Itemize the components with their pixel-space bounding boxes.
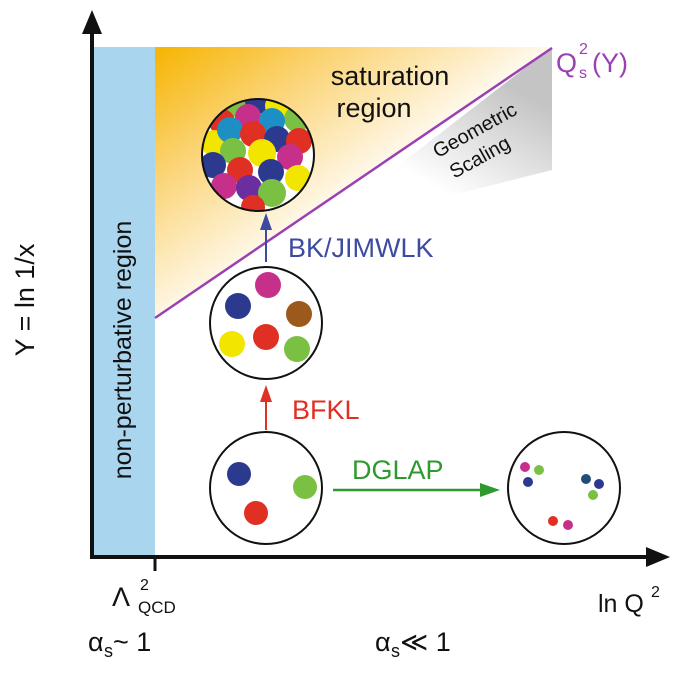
qs-arg: (Y) [592, 48, 628, 78]
lambda-sub: QCD [138, 598, 176, 617]
alpha-left-sub: s [104, 641, 113, 661]
lambda-sup: 2 [140, 577, 149, 594]
saturation-label-line2: region [336, 93, 411, 123]
alpha-left-main: α [88, 627, 104, 657]
alpha-left-rel: ~ 1 [113, 627, 151, 657]
y-axis-label: Y = ln 1/x [10, 243, 40, 356]
dglap-label: DGLAP [352, 455, 444, 485]
y-axis-arrowhead [82, 10, 102, 34]
qs-main: Q [556, 48, 577, 78]
bk-arrowhead [260, 213, 272, 230]
alpha-weak-label: α s ≪ 1 [375, 627, 451, 661]
alpha-right-sub: s [391, 641, 400, 661]
qs-sup: 2 [579, 41, 588, 58]
saturation-scale-line [154, 46, 553, 320]
alpha-right-main: α [375, 627, 391, 657]
x-axis-label: ln Q 2 [598, 584, 660, 618]
x-label-sup: 2 [651, 584, 660, 601]
non-perturbative-strip [92, 47, 155, 557]
lambda-qcd-label: Λ 2 QCD [112, 577, 176, 617]
dilute-hadron-middle [209, 266, 323, 380]
qs-sub: s [579, 65, 587, 82]
alpha-right-rel: ≪ 1 [400, 627, 451, 657]
dilute-hadron-right [507, 431, 621, 545]
dilute-hadron-bottom [209, 431, 323, 545]
lambda-main: Λ [112, 582, 130, 612]
alpha-strong-label: α s ~ 1 [88, 627, 151, 661]
x-axis-arrowhead [646, 547, 670, 567]
non-perturbative-label: non-perturbative region [109, 221, 137, 480]
bfkl-label: BFKL [292, 395, 360, 425]
x-label-main: ln Q [598, 590, 644, 618]
bfkl-arrowhead [260, 385, 272, 402]
saturated-hadron [201, 98, 315, 212]
dglap-arrowhead [480, 483, 500, 497]
qs-label: Q 2 s (Y) [556, 41, 628, 82]
bk-jimwlk-label: BK/JIMWLK [288, 233, 434, 263]
geometric-scaling-band [315, 47, 552, 230]
saturation-label-line1: saturation [331, 61, 450, 91]
